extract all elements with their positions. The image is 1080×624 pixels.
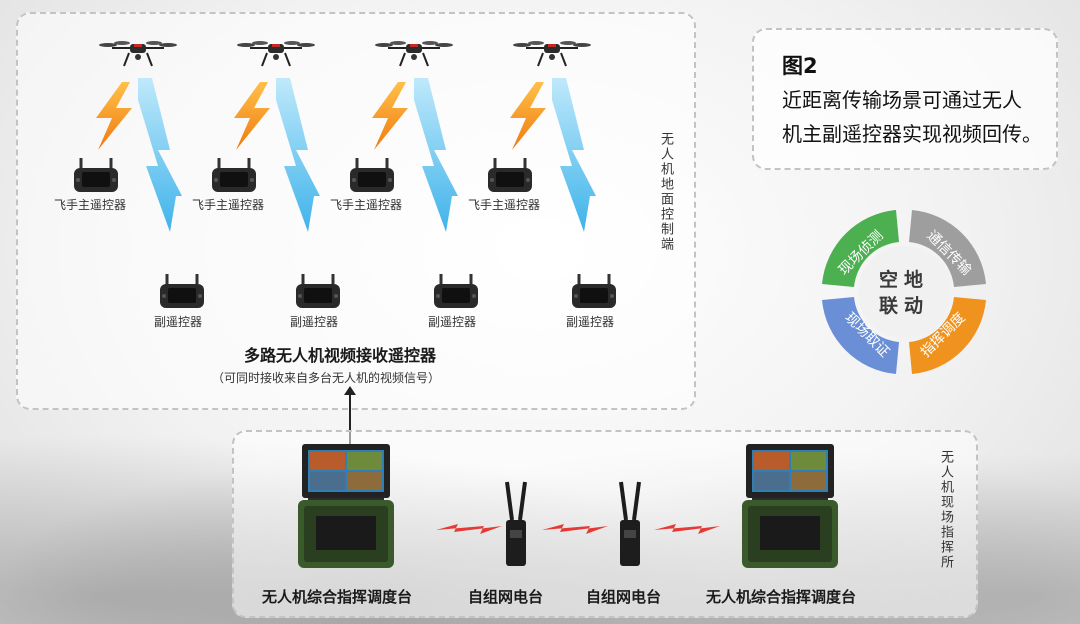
station-label-left: 无人机综合指挥调度台 <box>262 588 413 606</box>
command-side-label: 无人机现场指挥所 <box>938 450 953 570</box>
ground-diagram <box>72 40 618 310</box>
sub-remote-icon <box>294 272 342 310</box>
command-station-icon <box>298 444 394 568</box>
red-signal-bolt <box>654 524 720 534</box>
radio-label-left: 自组网电台 <box>468 588 544 606</box>
ground-side-label: 无人机地面控制端 <box>658 132 673 252</box>
drone-icon <box>374 40 454 67</box>
orange-signal-bolt <box>234 82 270 150</box>
sub-remote-label: 副遥控器 <box>428 315 477 329</box>
ring-segment-scene-detection <box>822 210 899 287</box>
caption-line-2: 机主副遥控器实现视频回传。 <box>782 122 1042 146</box>
sub-remote-label: 副遥控器 <box>566 315 615 329</box>
main-remote-icon <box>210 156 258 194</box>
blue-signal-bolt <box>414 78 458 232</box>
main-remote-icon <box>72 156 120 194</box>
ring-segment-evidence <box>822 297 899 374</box>
command-station-icon <box>742 444 838 568</box>
air-ground-ring: 空地 联动 现场侦测 通信传输 指挥调度 现场取证 <box>822 210 986 374</box>
sub-remote-icon <box>570 272 618 310</box>
main-remote-icon <box>486 156 534 194</box>
sub-remote-icon <box>432 272 480 310</box>
drone-icon <box>236 40 316 67</box>
radio-icon <box>504 480 528 568</box>
ring-segment-command <box>909 297 986 374</box>
ring-segment-communication <box>909 210 986 287</box>
radio-icon <box>618 480 642 568</box>
red-signal-bolt <box>436 524 502 534</box>
main-remote-label: 飞手主遥控器 <box>468 198 541 212</box>
caption-line-1: 近距离传输场景可通过无人 <box>782 88 1022 112</box>
drone-group-2 <box>210 40 342 310</box>
caption-title: 图2 <box>782 54 818 78</box>
main-remote-label: 飞手主遥控器 <box>192 198 265 212</box>
drone-icon <box>512 40 592 67</box>
radio-label-right: 自组网电台 <box>586 588 662 606</box>
drone-icon <box>98 40 178 67</box>
receiver-title: 多路无人机视频接收遥控器 <box>244 346 437 365</box>
red-signal-bolt <box>542 524 608 534</box>
drone-group-1 <box>72 40 206 310</box>
command-diagram <box>298 444 838 568</box>
receiver-subtitle: （可同时接收来自多台无人机的视频信号） <box>212 371 441 385</box>
blue-signal-bolt <box>276 78 320 232</box>
orange-signal-bolt <box>96 82 132 150</box>
main-remote-icon <box>348 156 396 194</box>
main-remote-label: 飞手主遥控器 <box>54 198 127 212</box>
blue-signal-bolt <box>138 78 182 232</box>
sub-remote-label: 副遥控器 <box>290 315 339 329</box>
main-remote-label: 飞手主遥控器 <box>330 198 403 212</box>
ring-center-line-2: 联动 <box>879 295 929 317</box>
sub-remote-icon <box>158 272 206 310</box>
station-label-right: 无人机综合指挥调度台 <box>706 588 857 606</box>
drone-group-4 <box>486 40 618 310</box>
blue-signal-bolt <box>552 78 596 232</box>
sub-remote-label: 副遥控器 <box>154 315 203 329</box>
drone-group-3 <box>348 40 480 310</box>
ring-center-line-1: 空地 <box>879 268 929 291</box>
orange-signal-bolt <box>372 82 408 150</box>
orange-signal-bolt <box>510 82 546 150</box>
caption-box <box>752 28 1058 170</box>
